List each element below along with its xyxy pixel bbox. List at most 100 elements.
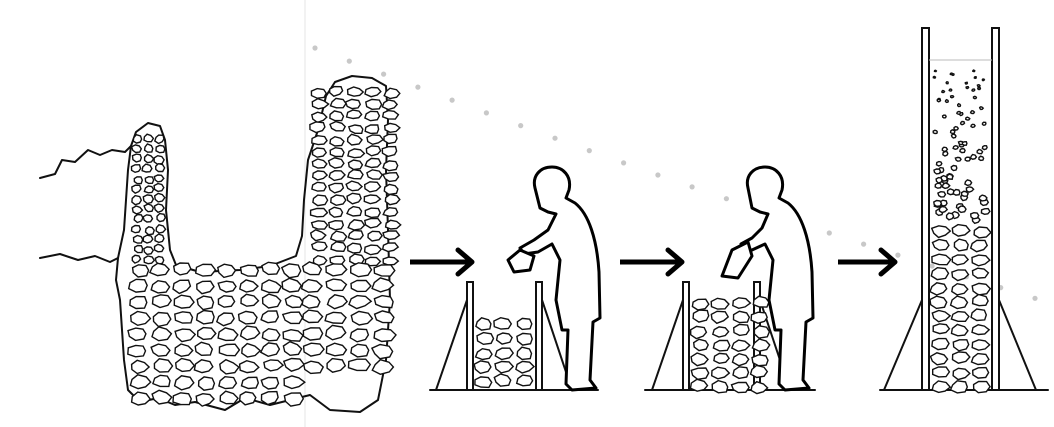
formwork-post-right <box>992 28 999 390</box>
stone <box>302 280 322 293</box>
stone <box>938 192 946 197</box>
stone <box>933 324 949 334</box>
stone <box>937 99 940 102</box>
stone <box>349 296 371 309</box>
stone <box>365 125 378 133</box>
stone <box>325 312 346 323</box>
stone <box>327 359 345 373</box>
stone <box>965 157 970 161</box>
stone <box>971 213 979 219</box>
stone <box>176 359 195 372</box>
stone <box>382 100 397 110</box>
stone <box>330 137 344 146</box>
stone <box>144 186 153 193</box>
stone <box>691 368 708 379</box>
stone <box>331 195 346 205</box>
fill-stones <box>474 318 534 388</box>
stone <box>326 325 346 339</box>
filling-upper-course-drawing <box>645 167 815 394</box>
stone <box>366 146 380 156</box>
stone <box>312 159 326 168</box>
stone <box>372 360 393 375</box>
stone <box>972 283 990 295</box>
stone <box>304 361 324 373</box>
trajectory-dot <box>621 160 626 165</box>
stone <box>195 342 212 355</box>
trajectory-dot <box>930 263 935 268</box>
stone <box>734 324 749 335</box>
stone <box>365 88 381 97</box>
stone <box>329 171 345 181</box>
stone <box>261 378 278 390</box>
trajectory-dot <box>552 136 557 141</box>
stone <box>284 359 304 372</box>
arrow-2 <box>620 250 682 274</box>
stone <box>971 124 975 127</box>
stone <box>930 296 947 308</box>
stone <box>974 227 991 238</box>
stone <box>971 111 975 114</box>
stone <box>329 183 344 193</box>
stone <box>282 278 301 292</box>
stone <box>133 265 149 277</box>
stone <box>732 340 750 351</box>
trajectory-dot <box>484 110 489 115</box>
stone <box>713 340 729 351</box>
stone <box>350 254 364 264</box>
finished-column-drawing <box>880 28 1048 393</box>
stone <box>174 295 194 308</box>
stone <box>693 310 709 322</box>
stone <box>966 187 973 192</box>
stone <box>946 82 948 84</box>
stone <box>132 196 141 205</box>
stone <box>135 246 143 253</box>
stone <box>312 182 326 191</box>
stone <box>965 180 972 186</box>
trajectory-dot <box>312 45 317 50</box>
stone <box>303 310 323 322</box>
stone <box>932 311 950 322</box>
stone <box>374 265 395 276</box>
ground-contour-upper <box>40 146 131 178</box>
stone <box>954 239 968 251</box>
stone <box>713 327 729 337</box>
worker-silhouette <box>741 167 813 390</box>
stone <box>240 280 258 292</box>
arrow-3 <box>838 250 895 274</box>
stone <box>383 111 399 120</box>
trajectory-dot <box>450 98 455 103</box>
fill-stones <box>930 70 991 393</box>
brace-left <box>652 300 683 390</box>
stone <box>374 329 396 342</box>
trajectory-dot <box>381 72 386 77</box>
stone <box>311 230 326 241</box>
stone <box>365 111 380 120</box>
stone <box>304 343 324 356</box>
stone <box>145 144 153 152</box>
stone <box>930 283 947 295</box>
stone <box>971 309 986 321</box>
stone <box>194 360 212 373</box>
stone <box>711 298 729 309</box>
stone <box>365 219 381 228</box>
stone <box>173 393 191 405</box>
stone <box>383 173 399 182</box>
stone <box>973 368 989 379</box>
stone <box>942 183 949 188</box>
stone <box>310 122 325 133</box>
stone <box>132 165 141 173</box>
stone <box>517 347 531 359</box>
trajectory-dot <box>587 148 592 153</box>
stone <box>952 225 970 237</box>
stone <box>972 89 975 91</box>
stone <box>979 195 987 201</box>
stone <box>132 392 151 405</box>
stone <box>329 158 344 168</box>
stone <box>982 146 987 150</box>
stone <box>943 115 947 118</box>
stone <box>144 134 153 142</box>
stone <box>933 240 949 251</box>
stone <box>953 368 970 379</box>
stone <box>155 244 164 252</box>
stone <box>946 100 949 103</box>
